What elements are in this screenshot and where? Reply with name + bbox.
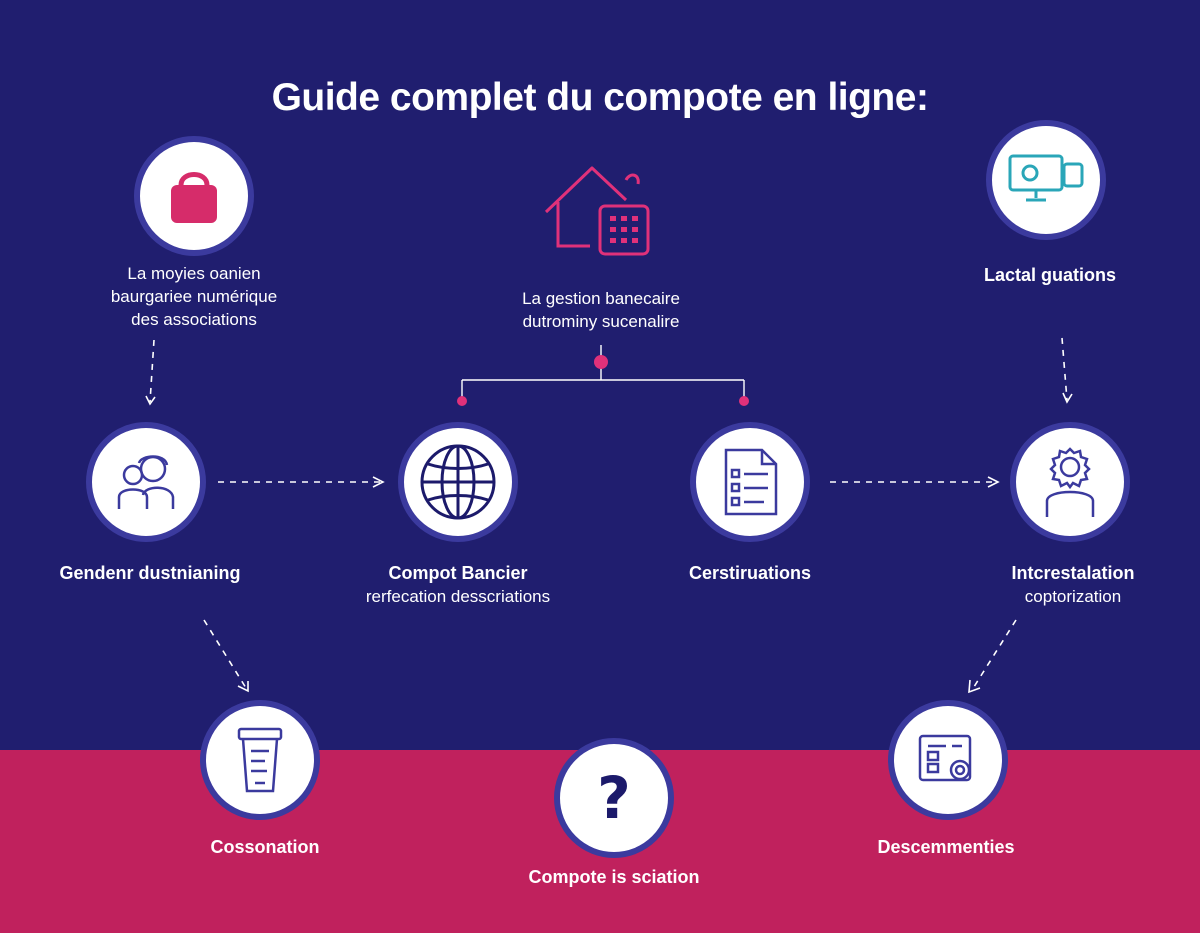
background-top [0,0,1200,750]
label-gear-person-subtitle: coptorization [1024,587,1122,606]
label-bag-line-1: La moyies oanien [127,264,261,283]
label-monitor: Lactal guations [930,264,1170,287]
node-question: ? [554,738,674,858]
label-house: La gestion banecaire dutrominy sucenalir… [470,287,732,333]
node-cup [200,700,320,820]
people-icon [111,447,181,517]
house-calculator-icon [540,160,660,265]
gear-person-icon [1035,445,1105,519]
globe-icon [418,442,498,522]
takeaway-cup-icon [235,725,285,795]
label-bag-line-3: des associations [131,310,257,329]
node-certificate [888,700,1008,820]
label-globe: Compot Bancier rerfecation desscriations [330,562,586,608]
branch-dot-left [457,396,467,406]
label-globe-subtitle: rerfecation desscriations [365,587,551,606]
question-mark-icon: ? [597,764,631,832]
label-people: Gendenr dustnianing [20,562,280,585]
label-house-line-1: La gestion banecaire [522,289,680,308]
certificate-icon [916,732,980,788]
arrow-people-to-cup [203,619,247,689]
branch-dot-center [594,355,608,369]
label-bag-line-2: baurgariee numérique [110,287,278,306]
arrow-monitor-to-gearperson [1061,337,1068,401]
node-bag [134,136,254,256]
branch-dot-right [739,396,749,406]
arrow-bag-to-people [149,339,155,403]
node-people [86,422,206,542]
page-title: Guide complet du compote en ligne: [271,76,929,119]
node-monitor [986,120,1106,240]
label-document: Cerstiruations [640,562,860,585]
node-globe [398,422,518,542]
label-bag: La moyies oanien baurgariee numérique de… [64,262,324,331]
label-gear-person: Intcrestalation coptorization [960,562,1186,608]
label-certificate: Descemmenties [830,836,1062,859]
monitor-camera-icon [1006,150,1086,210]
tree-branch [461,345,745,400]
label-document-title: Cerstiruations [688,563,812,583]
node-document [690,422,810,542]
label-gear-person-title: Intcrestalation [1011,563,1135,583]
label-monitor-line-1: Lactal guations [983,265,1117,285]
label-cup: Cossonation [150,836,380,859]
document-checklist-icon [718,446,782,518]
label-question-title: Compote is sciation [528,867,700,887]
label-certificate-title: Descemmenties [877,837,1015,857]
label-globe-title: Compot Bancier [388,563,528,583]
arrow-gearperson-to-certificate [971,619,1017,691]
node-gear-person [1010,422,1130,542]
label-cup-title: Cossonation [210,837,320,857]
label-house-line-2: dutrominy sucenalire [522,312,680,331]
label-question: Compote is sciation [484,866,744,889]
label-people-line-1: Gendenr dustnianing [59,563,241,583]
shopping-bag-icon [159,161,229,231]
